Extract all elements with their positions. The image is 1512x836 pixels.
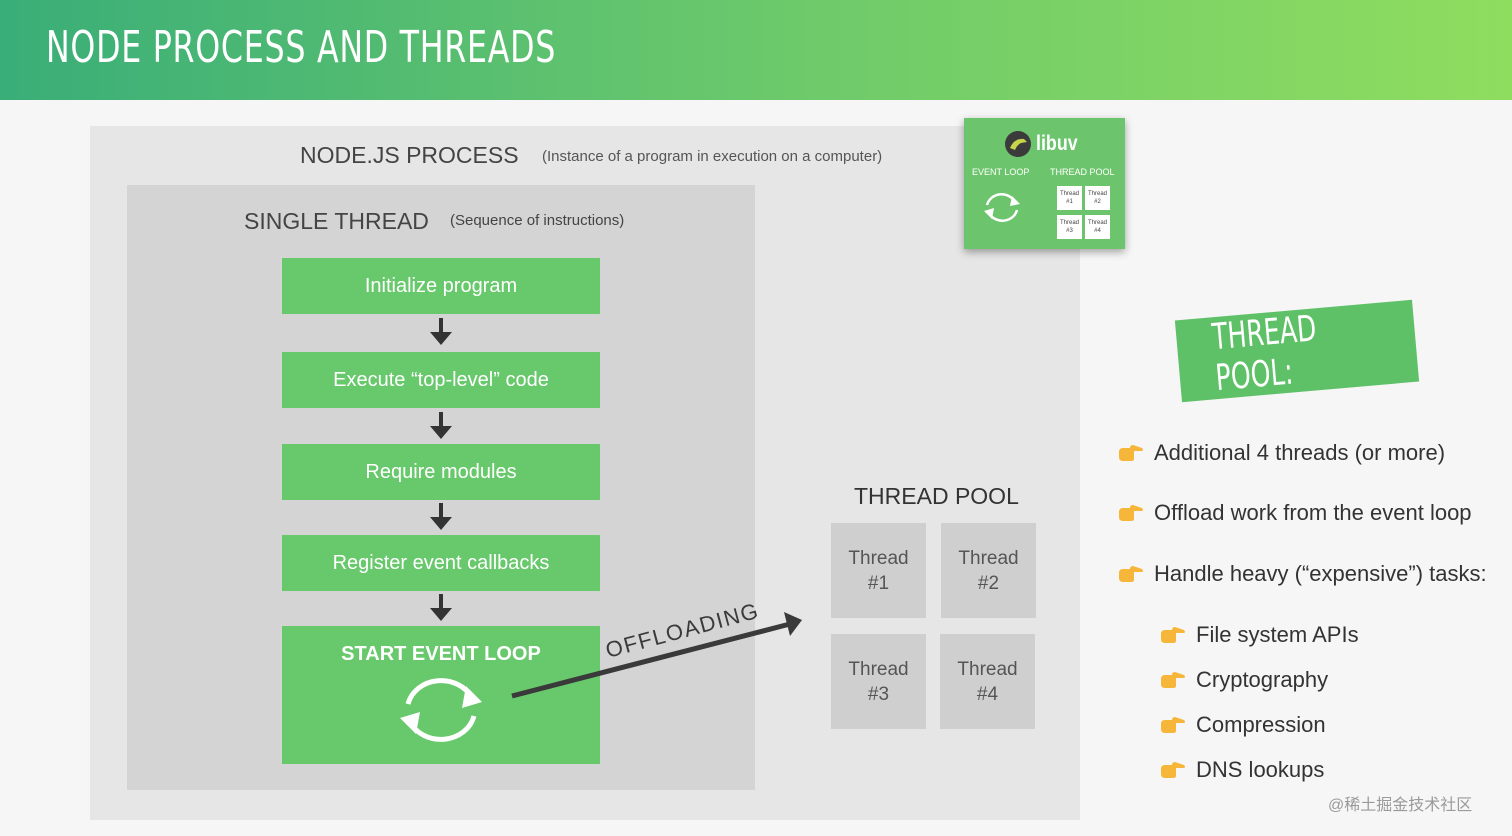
thread-cell: Thread #4: [940, 634, 1035, 729]
thread-name: Thread: [958, 547, 1019, 569]
libuv-event-loop-label: EVENT LOOP: [972, 167, 1030, 177]
down-arrow-icon: [430, 318, 452, 345]
refresh-icon: [984, 193, 1020, 222]
sub-bullet-text: Cryptography: [1196, 667, 1329, 692]
down-arrow-icon: [430, 594, 452, 621]
mini-thread-cell: Thread #3: [1057, 215, 1082, 239]
mini-thread-name: Thread: [1059, 220, 1079, 226]
mini-thread-name: Thread: [1087, 191, 1107, 197]
thread-name: Thread: [848, 547, 909, 569]
offloading-arrow: OFFLOADING: [511, 600, 802, 699]
hand-pointing-icon: [1161, 672, 1185, 688]
libuv-thread-pool-label: THREAD POOL: [1050, 167, 1115, 177]
thread-number: #2: [977, 572, 1000, 594]
step-execute-top-level-code: Execute “top-level” code: [282, 352, 600, 408]
thread-number: #4: [976, 683, 999, 705]
thread-cell: Thread #2: [941, 523, 1036, 618]
bullet-item: Handle heavy (“expensive”) tasks:: [1118, 561, 1487, 587]
process-subtitle: (Instance of a program in execution on a…: [542, 148, 883, 165]
thread-cell: Thread #1: [831, 523, 926, 618]
bullet-item: Offload work from the event loop: [1118, 500, 1472, 526]
mini-thread-number: #4: [1094, 228, 1101, 234]
watermark: @稀土掘金技术社区: [1328, 797, 1473, 814]
hand-pointing-icon: [1161, 717, 1185, 733]
sub-bullet-text: File system APIs: [1196, 622, 1359, 647]
hand-pointing-icon: [1161, 627, 1185, 643]
sub-bullet-item: DNS lookups: [1160, 757, 1324, 783]
refresh-icon: [400, 678, 482, 742]
sub-bullet-item: Compression: [1160, 712, 1326, 738]
sub-bullet-text: Compression: [1196, 712, 1326, 737]
bullet-item: Additional 4 threads (or more): [1118, 440, 1445, 466]
libuv-name: libuv: [1036, 132, 1078, 155]
thread-name: Thread: [957, 658, 1018, 680]
sub-bullet-item: File system APIs: [1160, 622, 1359, 648]
thread-pool-title: THREAD POOL: [854, 483, 1019, 509]
mini-thread-cell: Thread #1: [1057, 186, 1082, 210]
thread-name: Thread: [848, 658, 909, 680]
sub-bullet-item: Cryptography: [1160, 667, 1328, 693]
bullet-text: Offload work from the event loop: [1154, 500, 1472, 525]
thread-cell: Thread #3: [831, 634, 926, 729]
mini-thread-number: #1: [1066, 199, 1073, 205]
hand-pointing-icon: [1119, 566, 1143, 582]
step-require-modules: Require modules: [282, 444, 600, 500]
single-thread-subtitle: (Sequence of instructions): [450, 212, 625, 229]
hand-pointing-icon: [1161, 762, 1185, 778]
thread-pool-badge: THREAD POOL:: [1174, 299, 1420, 403]
libuv-card: libuv EVENT LOOP THREAD POOL Thread #1 T…: [964, 118, 1125, 249]
step-register-event-callbacks: Register event callbacks: [282, 535, 600, 591]
dinosaur-logo: [1005, 131, 1031, 157]
thread-number: #1: [867, 572, 890, 594]
mini-thread-cell: Thread #4: [1085, 215, 1110, 239]
process-title: NODE.JS PROCESS: [300, 142, 519, 168]
bullet-text: Handle heavy (“expensive”) tasks:: [1154, 561, 1487, 586]
start-event-loop-label: START EVENT LOOP: [341, 643, 541, 665]
bullet-text: Additional 4 threads (or more): [1154, 440, 1446, 465]
page-title: NODE PROCESS AND THREADS: [46, 22, 557, 73]
thread-number: #3: [867, 683, 890, 705]
hand-pointing-icon: [1119, 445, 1143, 461]
single-thread-title: SINGLE THREAD: [244, 208, 429, 234]
mini-thread-number: #2: [1094, 199, 1101, 205]
down-arrow-icon: [430, 412, 452, 439]
start-event-loop-box: START EVENT LOOP: [282, 626, 600, 764]
mini-thread-cell: Thread #2: [1085, 186, 1110, 210]
badge-label: THREAD POOL:: [1210, 308, 1319, 400]
mini-thread-name: Thread: [1087, 220, 1107, 226]
down-arrow-icon: [430, 503, 452, 530]
step-initialize-program: Initialize program: [282, 258, 600, 314]
hand-pointing-icon: [1119, 505, 1143, 521]
mini-thread-name: Thread: [1059, 191, 1079, 197]
header-banner: NODE PROCESS AND THREADS: [0, 0, 1512, 100]
mini-thread-number: #3: [1066, 228, 1073, 234]
sub-bullet-text: DNS lookups: [1196, 757, 1325, 782]
